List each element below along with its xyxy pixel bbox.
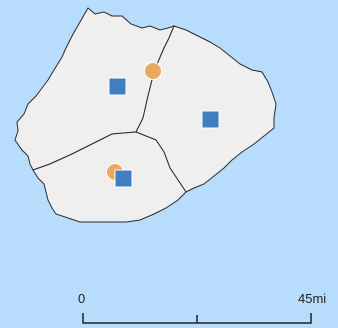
scale-bar-line bbox=[82, 313, 312, 324]
scale-bar-start-label: 0 bbox=[78, 291, 85, 306]
square-marker-east[interactable] bbox=[201, 110, 220, 129]
square-marker-northwest[interactable] bbox=[108, 77, 127, 96]
square-marker-south[interactable] bbox=[114, 169, 133, 188]
circle-marker-northwest[interactable] bbox=[144, 62, 162, 80]
scale-bar-end-label: 45mi bbox=[298, 291, 326, 306]
region-east[interactable] bbox=[135, 25, 277, 193]
scale-bar: 0 45mi bbox=[78, 291, 326, 324]
